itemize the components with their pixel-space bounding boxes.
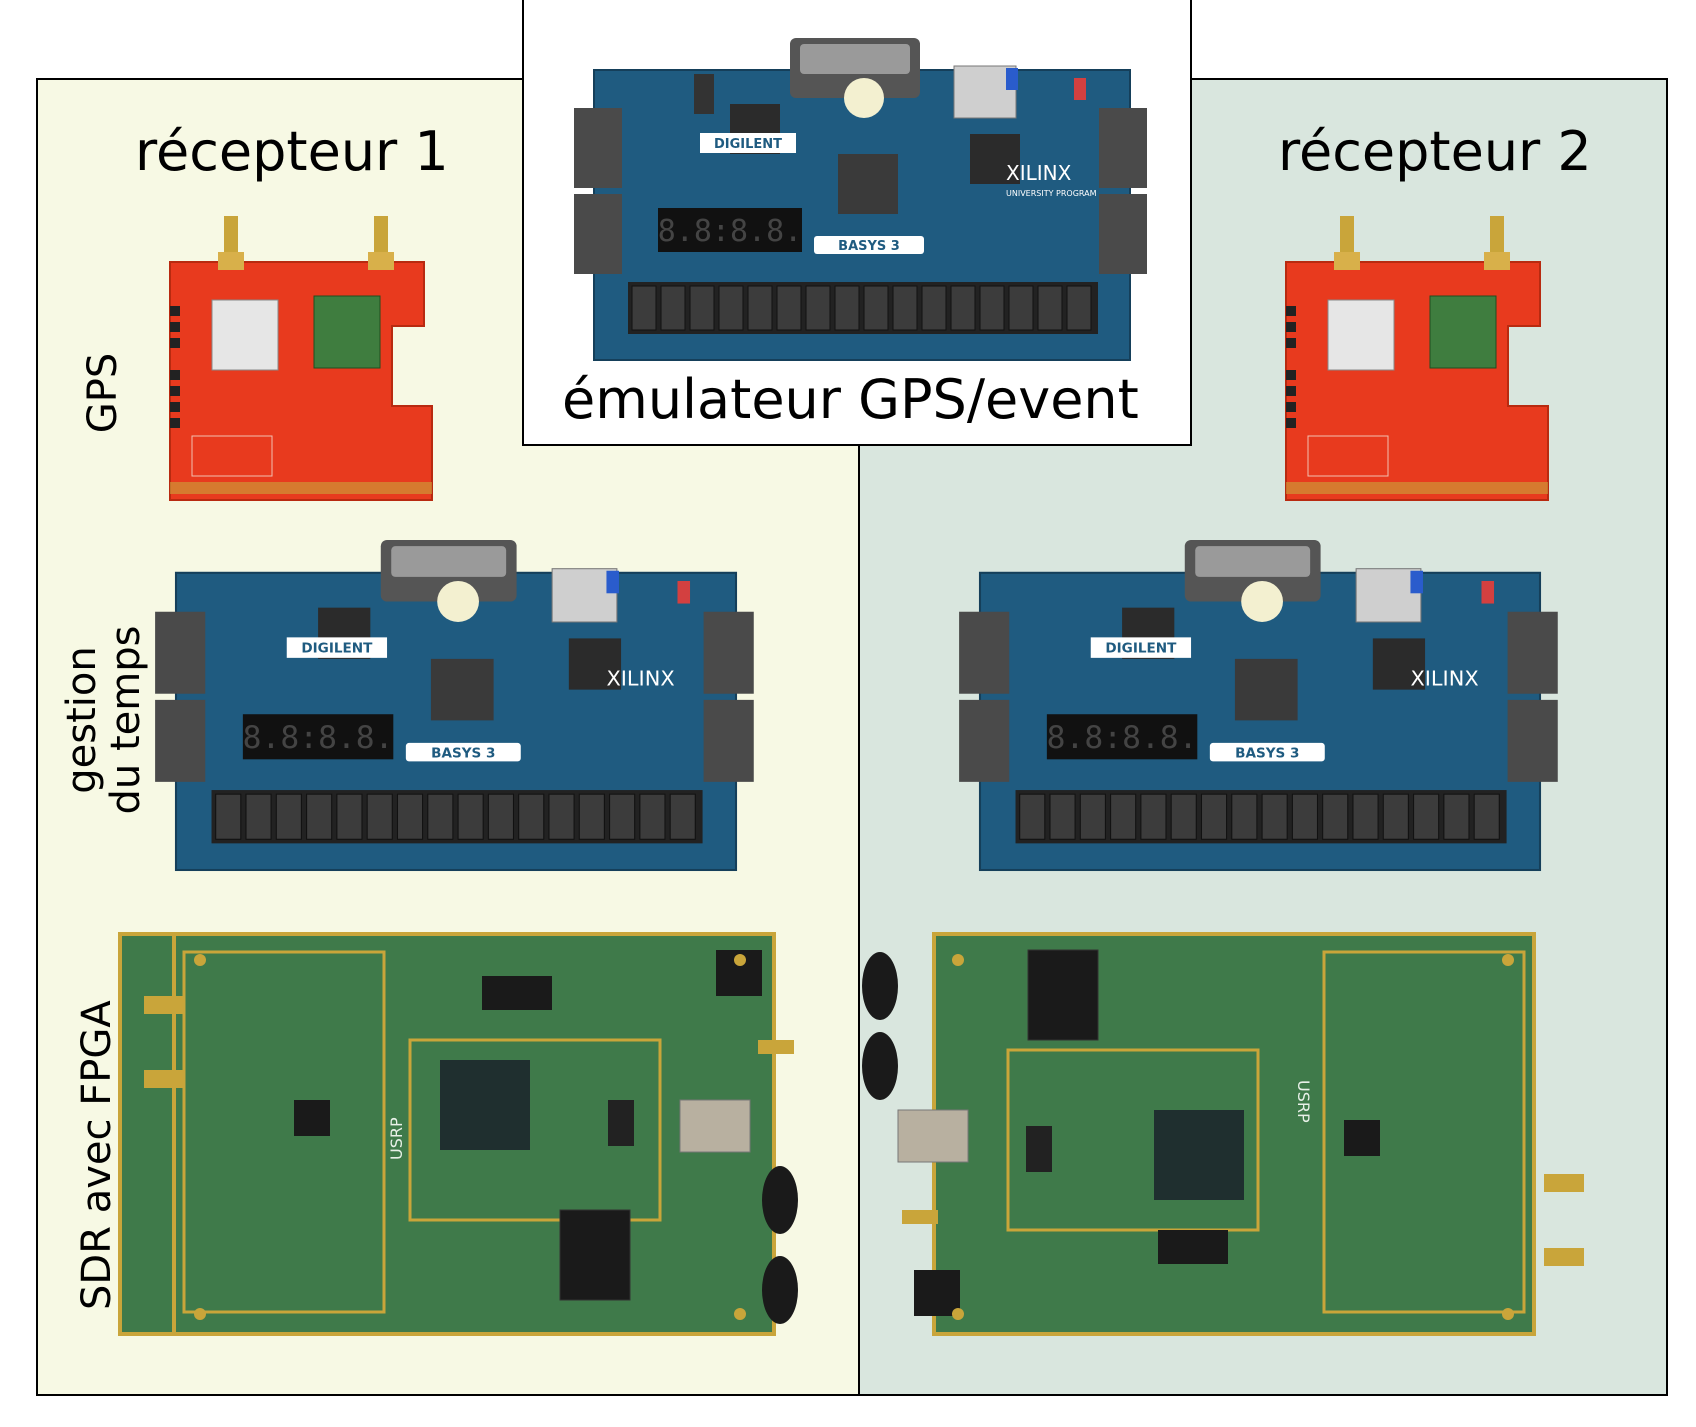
time-management-row-label: gestion du temps bbox=[59, 610, 160, 830]
svg-text:XILINX: XILINX bbox=[606, 667, 674, 691]
receiver1-title: récepteur 1 bbox=[135, 120, 449, 183]
svg-text:DIGILENT: DIGILENT bbox=[714, 137, 782, 152]
sdr-row-label: SDR avec FPGA bbox=[74, 1000, 120, 1310]
svg-text:BASYS 3: BASYS 3 bbox=[431, 746, 495, 761]
emulator-basys3-board: DIGILENT XILINX UNIVERSITY PROGRAM 8.8:8… bbox=[574, 38, 1147, 361]
gps-row-label: GPS bbox=[80, 352, 126, 434]
svg-text:BASYS 3: BASYS 3 bbox=[1235, 746, 1299, 761]
svg-text:USRP: USRP bbox=[387, 1117, 406, 1160]
svg-text:XILINX: XILINX bbox=[1006, 161, 1072, 185]
receiver2-title: récepteur 2 bbox=[1278, 120, 1592, 183]
svg-text:USRP: USRP bbox=[1294, 1080, 1313, 1123]
svg-text:8.8:8.8.: 8.8:8.8. bbox=[1047, 720, 1198, 756]
emulator-title: émulateur GPS/event bbox=[562, 368, 1139, 431]
svg-text:UNIVERSITY PROGRAM: UNIVERSITY PROGRAM bbox=[1006, 189, 1097, 198]
svg-text:XILINX: XILINX bbox=[1410, 667, 1478, 691]
receiver1-gps-hat bbox=[169, 216, 433, 501]
svg-text:BASYS 3: BASYS 3 bbox=[838, 239, 900, 254]
receiver1-usrp-board: USRP bbox=[118, 932, 798, 1336]
svg-text:8.8:8.8.: 8.8:8.8. bbox=[658, 214, 803, 249]
time-management-line2: du temps bbox=[103, 625, 149, 815]
receiver2-usrp-board: USRP bbox=[862, 932, 1584, 1336]
svg-text:DIGILENT: DIGILENT bbox=[1105, 642, 1177, 657]
receiver2-gps-hat bbox=[1285, 216, 1549, 501]
svg-text:DIGILENT: DIGILENT bbox=[301, 642, 373, 657]
svg-text:8.8:8.8.: 8.8:8.8. bbox=[243, 720, 394, 756]
receiver2-basys3-board: DIGILENT XILINX 8.8:8.8. BASYS 3 bbox=[959, 540, 1558, 872]
receiver1-basys3-board: DIGILENT XILINX 8.8:8.8. BASYS 3 bbox=[155, 540, 754, 872]
time-management-line1: gestion bbox=[59, 646, 105, 794]
